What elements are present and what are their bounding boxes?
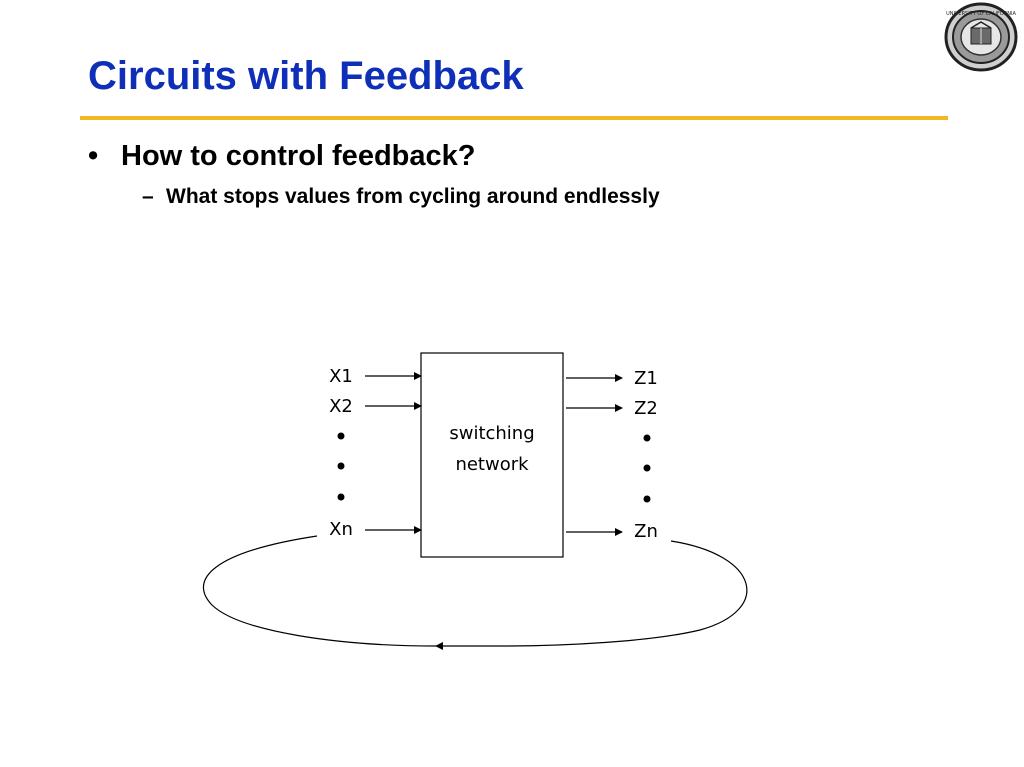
input-ellipsis-dot	[337, 432, 345, 440]
output-label-z2: Z2	[634, 398, 658, 419]
output-ellipsis-dot	[643, 464, 651, 472]
output-label-zn: Zn	[634, 521, 658, 542]
box-label-line2: network	[455, 454, 529, 475]
feedback-loop-left	[202, 535, 437, 647]
feedback-loop-right	[504, 540, 748, 647]
input-ellipsis-dot	[337, 462, 345, 470]
bullet-text: How to control feedback?	[121, 140, 476, 172]
output-label-z1: Z1	[634, 368, 658, 389]
sub-bullet-text: What stops values from cycling around en…	[166, 185, 660, 208]
sub-bullet-marker: –	[142, 185, 154, 208]
bullet-item: • How to control feedback?	[88, 138, 475, 174]
output-ellipsis-dot	[643, 434, 651, 442]
box-label-line1: switching	[449, 423, 534, 444]
title-divider	[80, 116, 948, 120]
output-ellipsis-dot	[643, 495, 651, 503]
input-label-xn: Xn	[329, 519, 353, 540]
sub-bullet-item: –What stops values from cycling around e…	[142, 183, 660, 211]
seal-lettering: UNIVERSITY OF CALIFORNIA	[946, 11, 1016, 17]
input-label-x1: X1	[329, 366, 353, 387]
input-label-x2: X2	[329, 396, 353, 417]
university-seal-icon: UNIVERSITY OF CALIFORNIA	[944, 2, 1018, 72]
bullet-marker: •	[88, 140, 99, 172]
slide-title: Circuits with Feedback	[88, 54, 524, 98]
switching-network-box	[420, 352, 564, 558]
input-ellipsis-dot	[337, 493, 345, 501]
